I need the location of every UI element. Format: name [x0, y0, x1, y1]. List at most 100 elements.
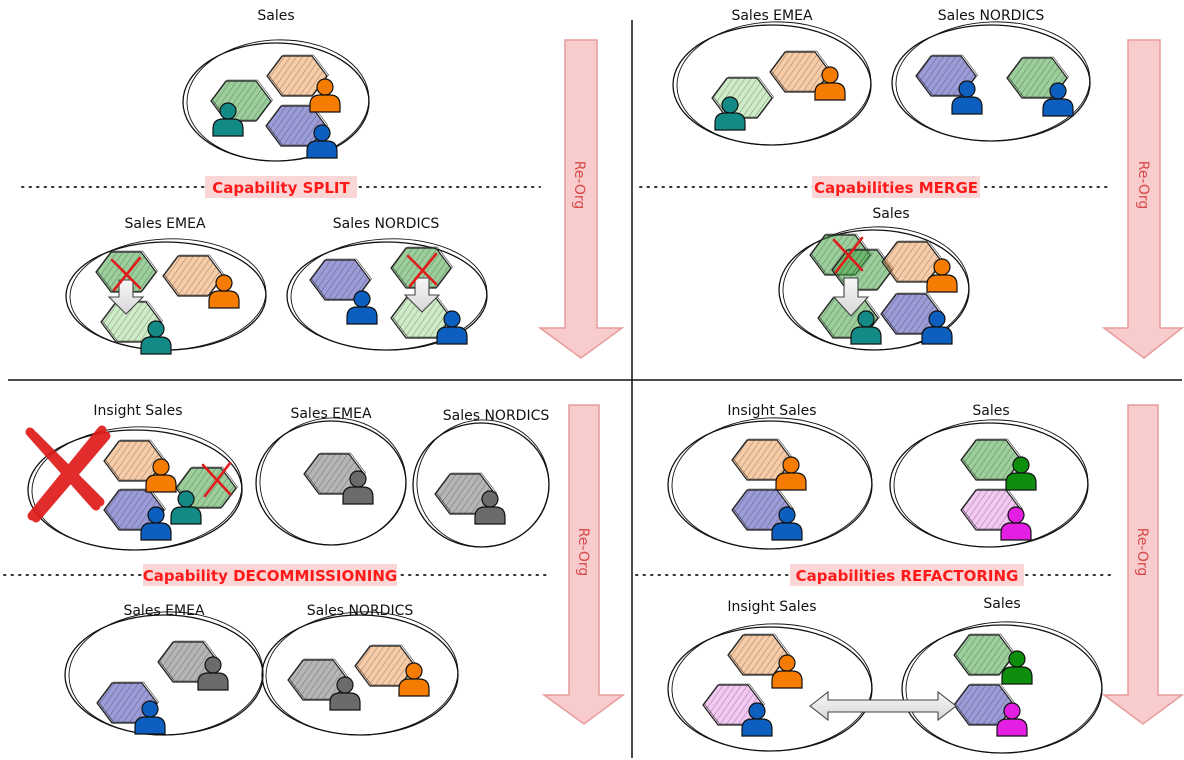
person-teal [714, 96, 746, 131]
red-cross-decom-capability [201, 461, 232, 498]
person-blue [741, 702, 773, 737]
hexagon-green [95, 250, 158, 293]
person-blue [436, 310, 468, 345]
hexagon-blue [953, 683, 1016, 726]
person-blue [951, 80, 983, 115]
label-decom-before-insight-sales: Insight Sales [93, 403, 182, 419]
ellipse-merge-before-sales-nordics [891, 21, 1091, 142]
person-orange [771, 654, 803, 689]
label-decom-before-sales-emea: Sales EMEA [290, 406, 371, 422]
reorg-arrow-split: Re-Org [537, 39, 625, 359]
hexagon-green [210, 79, 273, 122]
capabilities-and-people [95, 50, 1074, 737]
hexagon-gray [303, 452, 366, 495]
label-decom-after-sales-emea: Sales EMEA [123, 603, 204, 619]
person-blue [346, 290, 378, 325]
hexagon-blue [309, 258, 372, 301]
ellipse-merge-after-sales [778, 226, 970, 351]
label-merge-before-sales-nordics: Sales NORDICS [938, 8, 1045, 24]
ellipse-decom-before-sales-nordics [412, 419, 550, 548]
label-refactor-before-insight-sales: Insight Sales [727, 403, 816, 419]
label-decom-after-sales-nordics: Sales NORDICS [307, 603, 414, 619]
hexagon-orange [103, 439, 166, 482]
reorg-arrow-refactoring: Re-Org [1101, 404, 1184, 725]
bidirectional-arrow-refactor [809, 690, 957, 722]
hexagon-orange [731, 438, 794, 481]
ellipse-split-before-sales [182, 39, 370, 162]
title-capability-split: Capability SPLIT [205, 176, 357, 198]
hexagon-blue [265, 104, 328, 147]
person-gray [342, 470, 374, 505]
hexagon-green [953, 633, 1016, 676]
person-orange [398, 662, 430, 697]
hexagon-lightgreen [390, 296, 453, 339]
hexagon-green [960, 438, 1023, 481]
person-orange [145, 458, 177, 493]
hexagon-gray [287, 658, 350, 701]
ellipse-decom-after-sales-emea [64, 611, 264, 736]
label-refactor-after-sales: Sales [983, 596, 1020, 612]
person-green [1001, 650, 1033, 685]
ellipse-decom-before-insight-sales [27, 426, 243, 551]
title-text-decommissioning: Capability DECOMMISSIONING [143, 567, 397, 585]
label-split-after-sales-emea: Sales EMEA [124, 216, 205, 232]
label-merge-after-sales: Sales [872, 206, 909, 222]
hexagon-orange [162, 254, 225, 297]
ellipse-refactor-after-sales [901, 621, 1103, 754]
label-merge-before-sales-emea: Sales EMEA [731, 8, 812, 24]
reorg-arrow-decommissioning: Re-Org [541, 404, 626, 725]
label-decom-before-sales-nordics: Sales NORDICS [443, 408, 550, 424]
hexagon-blue [103, 488, 166, 531]
person-blue [771, 506, 803, 541]
person-gray [329, 676, 361, 711]
reorg-label-split: Re-Org [571, 161, 587, 210]
title-text-split: Capability SPLIT [212, 179, 350, 197]
hexagon-green [817, 296, 880, 339]
person-gray [197, 656, 229, 691]
ellipse-refactor-before-insight-sales [667, 417, 873, 550]
person-orange [775, 456, 807, 491]
person-teal [170, 490, 202, 525]
label-refactor-before-sales: Sales [972, 403, 1009, 419]
red-cross-split-emea [110, 256, 142, 292]
hexagon-lightgreen [100, 300, 163, 343]
person-teal [140, 320, 172, 355]
person-teal [850, 310, 882, 345]
title-capability-decommissioning: Capability DECOMMISSIONING [143, 564, 397, 586]
person-orange [309, 78, 341, 113]
person-blue [921, 310, 953, 345]
hexagon-orange [727, 633, 790, 676]
ellipse-split-after-sales-nordics [286, 238, 488, 351]
person-magenta [1000, 506, 1032, 541]
ellipse-refactor-before-sales [889, 419, 1089, 548]
team-ellipses [27, 21, 1103, 754]
label-split-before-sales: Sales [257, 8, 294, 24]
reorg-label-refactoring: Re-Org [1134, 528, 1150, 577]
hexagon-orange [769, 50, 832, 93]
title-capabilities-merge: Capabilities MERGE [812, 176, 980, 198]
person-teal [212, 102, 244, 137]
hexagon-lightgreen [711, 76, 774, 119]
transition-arrow-merge [832, 277, 870, 317]
person-orange [208, 274, 240, 309]
hexagon-blue [96, 681, 159, 724]
reorg-label-merge: Re-Org [1135, 161, 1151, 210]
person-blue [134, 700, 166, 735]
person-green [1005, 456, 1037, 491]
person-magenta [996, 702, 1028, 737]
label-refactor-after-insight-sales: Insight Sales [727, 599, 816, 615]
reorg-arrow-merge: Re-Org [1101, 39, 1184, 359]
person-orange [814, 66, 846, 101]
hexagon-gray [157, 640, 220, 683]
red-cross-merge [832, 236, 864, 274]
large-red-cross-decommission [25, 425, 111, 523]
title-text-refactoring: Capabilities REFACTORING [796, 567, 1019, 585]
person-blue [140, 506, 172, 541]
hexagon-blue [731, 488, 794, 531]
person-blue [306, 124, 338, 159]
ellipse-refactor-after-insight-sales [667, 623, 873, 752]
person-orange [926, 258, 958, 293]
ellipse-decom-after-sales-nordics [261, 611, 459, 736]
transition-arrow-split-nordics [403, 277, 441, 313]
